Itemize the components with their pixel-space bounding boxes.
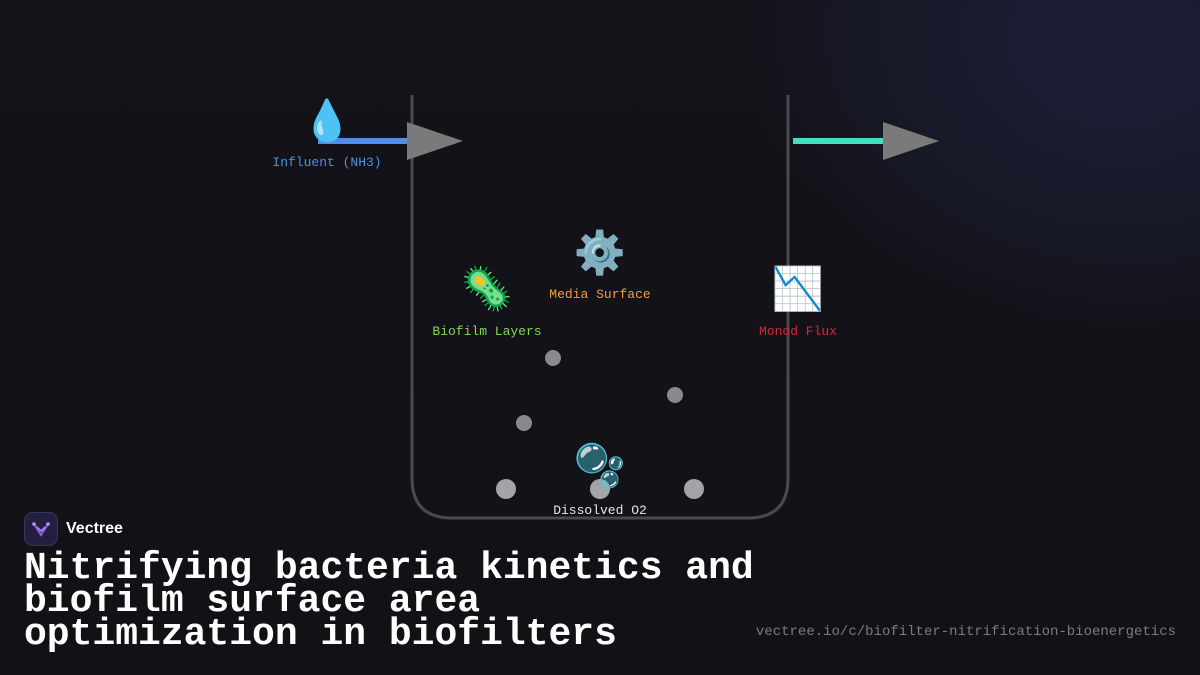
page-title: Nitrifying bacteria kinetics and biofilm…: [24, 547, 754, 656]
media-surface-label: Media Surface: [549, 287, 650, 302]
biofilm-layers-label: Biofilm Layers: [432, 324, 541, 339]
influent-label: Influent (NH3): [272, 155, 381, 170]
particle: [496, 479, 516, 499]
dissolved-o2-label: Dissolved O2: [553, 503, 647, 518]
vectree-logo-icon: [24, 512, 58, 546]
water-drop-icon: 💧: [302, 97, 352, 144]
source-url[interactable]: vectree.io/c/biofilter-nitrification-bio…: [755, 624, 1176, 640]
particle: [667, 387, 683, 403]
brand: Vectree: [24, 512, 123, 546]
particle: [516, 415, 532, 431]
particle: [545, 350, 561, 366]
brand-name: Vectree: [66, 520, 123, 537]
monod-flux-label: Monod Flux: [759, 324, 837, 339]
effluent-arrow-head: [883, 122, 939, 160]
biofilter-tank: [410, 95, 790, 520]
bubbles-icon: 🫧: [574, 441, 626, 490]
gear-icon: ⚙️: [574, 228, 626, 277]
bacteria-icon: 🦠: [461, 264, 513, 313]
influent-arrow-head: [407, 122, 463, 160]
particle: [590, 479, 610, 499]
chart-decreasing-icon: 📉: [772, 264, 824, 313]
particle: [684, 479, 704, 499]
